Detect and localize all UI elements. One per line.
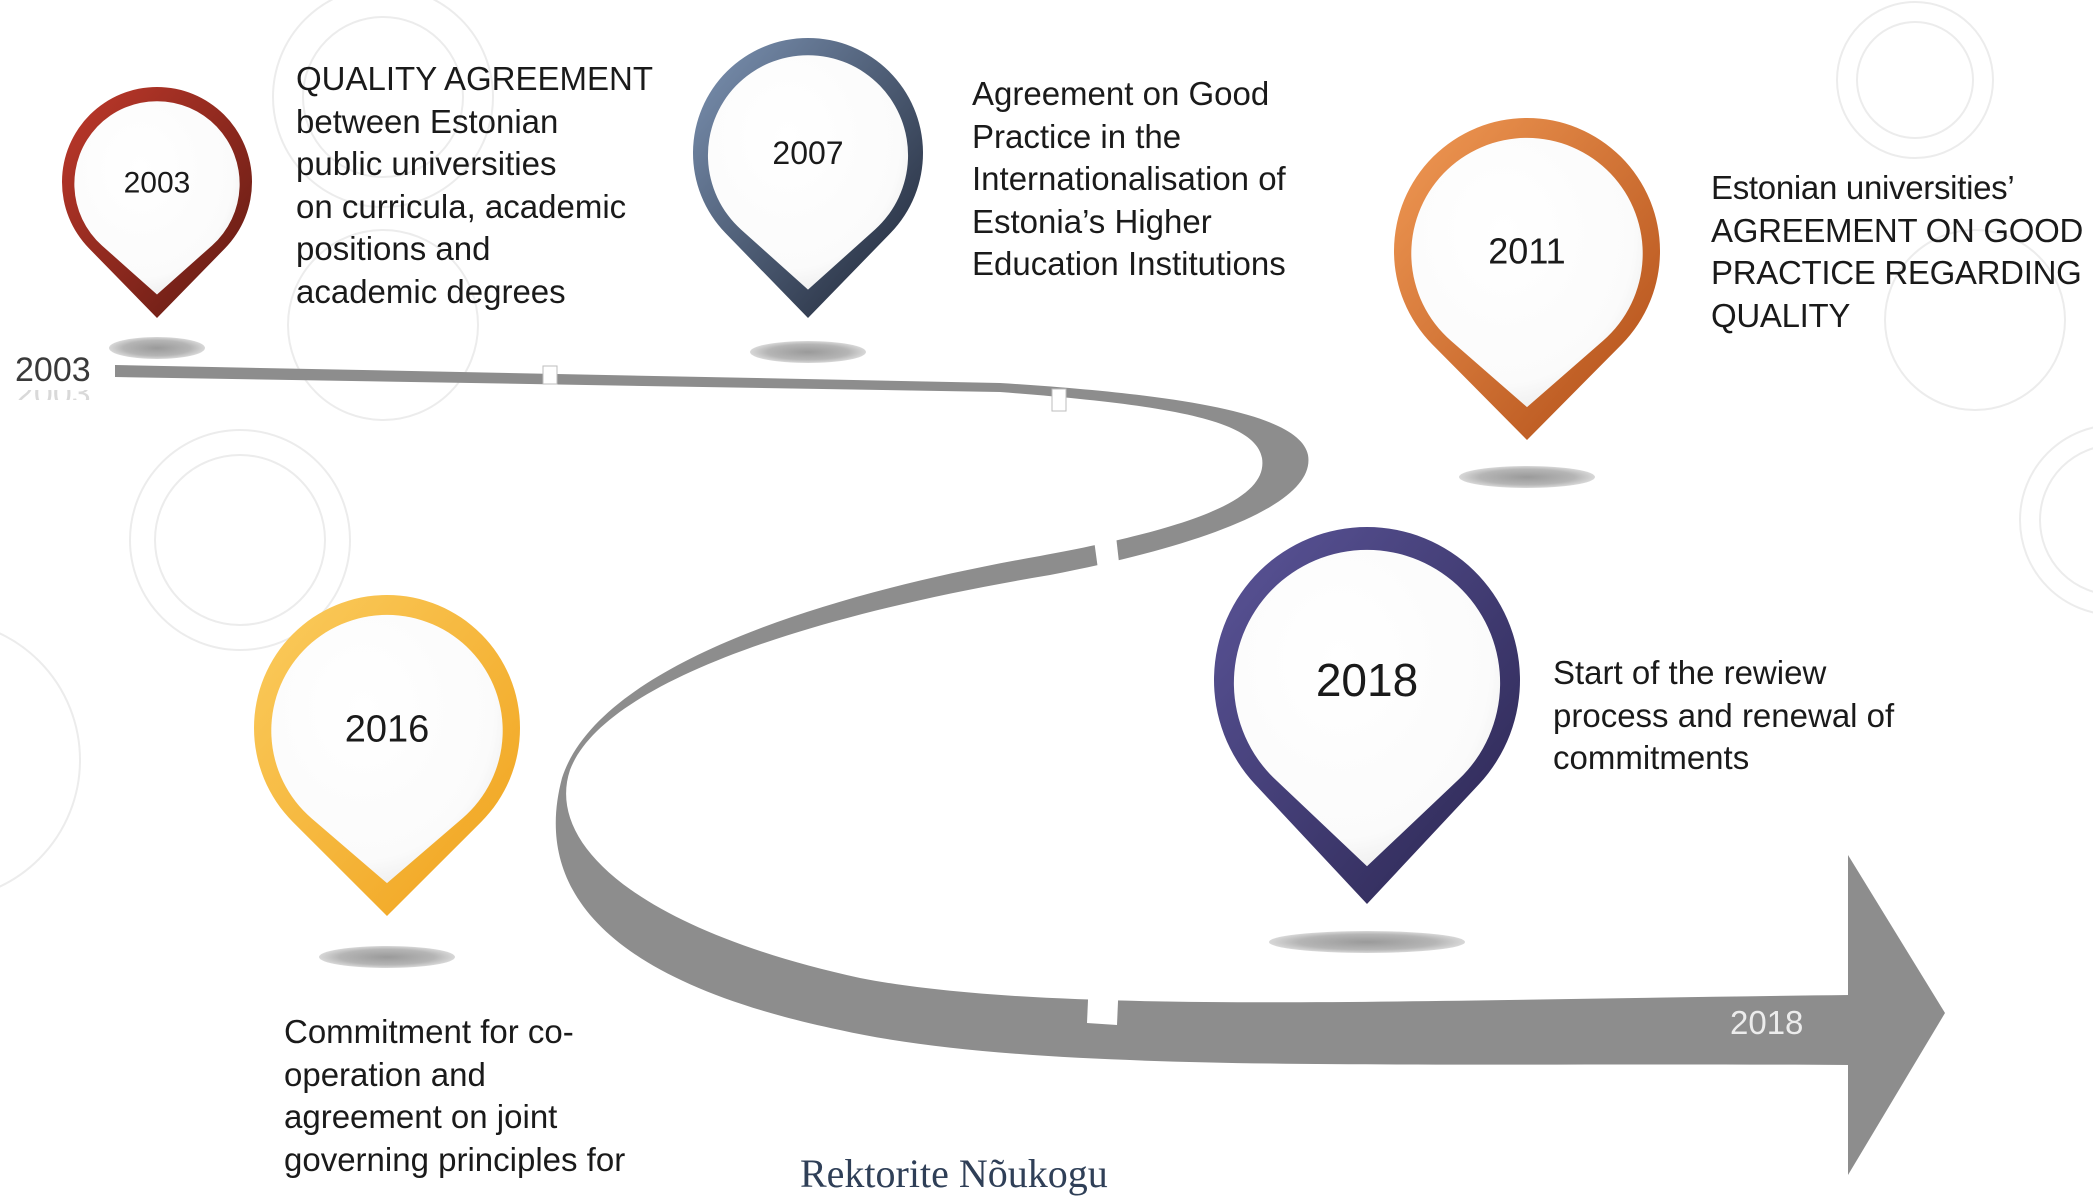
decor-circle xyxy=(2019,426,2093,614)
milestone-pins: 2003 2007 2011 2016 2018 xyxy=(61,37,1661,968)
decor-circle xyxy=(302,16,464,178)
background-decor xyxy=(0,0,2093,888)
timeline-road xyxy=(115,365,1945,1175)
milestone-2016-description: Commitment for co- operation and agreeme… xyxy=(284,1013,626,1178)
pin-shadow xyxy=(1459,466,1595,488)
milestone-2011-description: Estonian universities’ AGREEMENT ON GOOD… xyxy=(1711,169,2083,334)
timeline-start-label-reflection: 2003 xyxy=(15,375,91,413)
pin-inner xyxy=(1411,137,1643,408)
pin-shadow xyxy=(1269,931,1465,953)
decor-circle xyxy=(272,0,494,208)
milestone-pin-2016: 2016 xyxy=(253,595,520,968)
milestone-pin-2018: 2018 xyxy=(1214,527,1520,953)
pin-inner xyxy=(271,614,503,884)
milestone-pin-2003: 2003 xyxy=(61,87,253,359)
pin-shadow xyxy=(109,337,205,359)
decor-circle xyxy=(2039,447,2093,593)
milestone-2003-description: QUALITY AGREEMENT between Estonian publi… xyxy=(296,60,653,310)
road-marker xyxy=(1094,536,1121,584)
milestone-year-label: 2011 xyxy=(1488,231,1565,272)
pin-inner xyxy=(707,55,909,290)
footer-text: Rektorite Nõukogu xyxy=(800,1151,1108,1196)
timeline-start-label: 2003 xyxy=(15,351,91,389)
decor-circle xyxy=(1856,21,1974,139)
decor-circle xyxy=(1836,1,1994,159)
timeline-end-label: 2018 xyxy=(1730,1004,1803,1041)
road-arrowhead xyxy=(1848,855,1945,1175)
decor-circle xyxy=(287,229,479,421)
road-marker xyxy=(542,365,558,385)
decor-circle xyxy=(1884,229,2066,411)
pin-shadow xyxy=(750,341,866,363)
milestone-2018-description: Start of the rewiew process and renewal … xyxy=(1553,654,1895,776)
decor-circle xyxy=(0,632,81,888)
milestone-pin-2011: 2011 xyxy=(1394,117,1661,488)
road-marker xyxy=(1051,388,1067,412)
milestone-pin-2007: 2007 xyxy=(692,37,923,363)
milestone-year-label: 2007 xyxy=(772,135,843,171)
road-marker xyxy=(1087,955,1120,1025)
pin-inner xyxy=(1233,549,1501,867)
pin-shadow xyxy=(319,946,455,968)
pin-inner xyxy=(74,101,240,295)
milestone-year-label: 2018 xyxy=(1316,654,1418,706)
milestone-year-label: 2003 xyxy=(124,167,191,200)
milestone-2007-description: Agreement on Good Practice in the Intern… xyxy=(972,75,1286,282)
milestone-year-label: 2016 xyxy=(345,708,430,750)
decor-circle xyxy=(129,429,351,651)
decor-circle xyxy=(154,454,326,626)
